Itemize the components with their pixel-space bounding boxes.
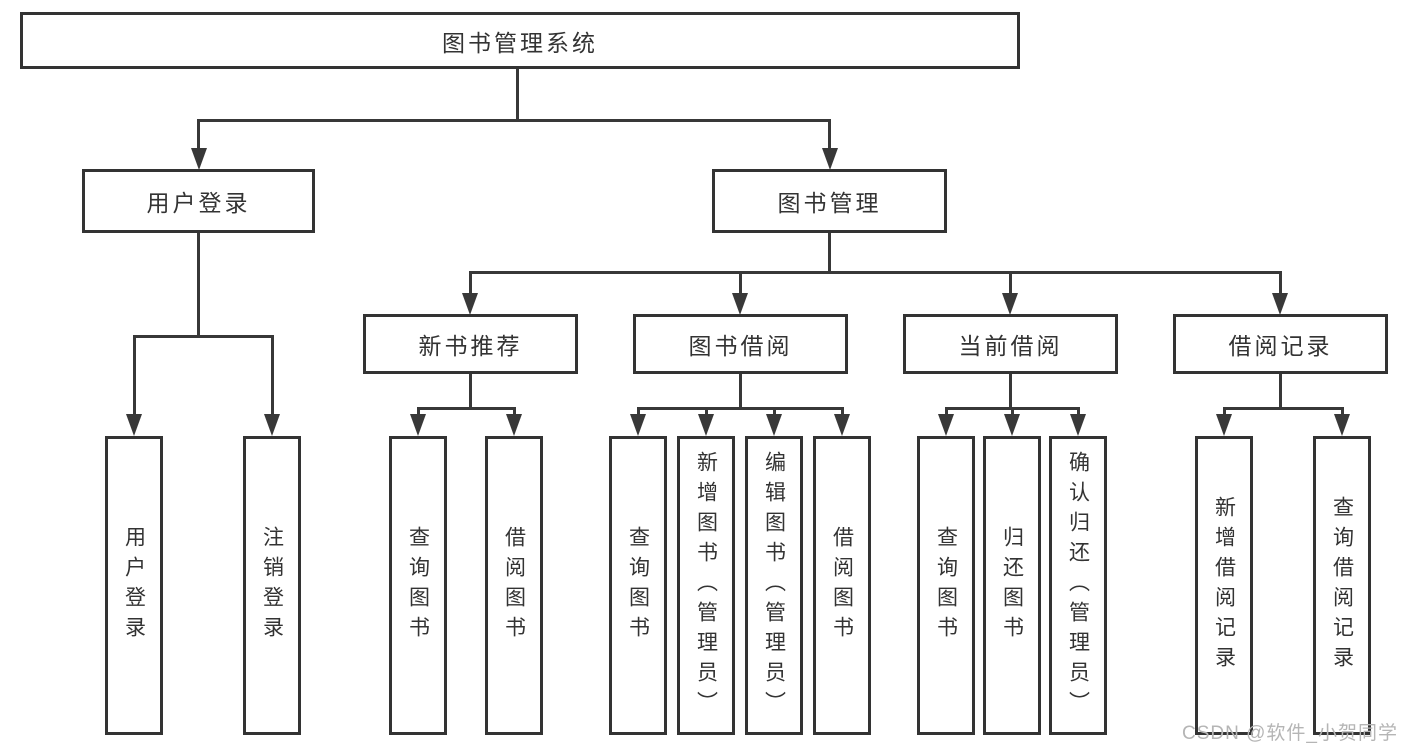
- arrow-down-icon: [1272, 293, 1288, 315]
- arrow-down-icon: [834, 414, 850, 436]
- node-leaf-add-borrow-record: 新增借阅记录: [1195, 436, 1253, 735]
- connector-user-login-stub: [197, 233, 200, 338]
- connector-to-nbr-borrow: [512, 407, 516, 416]
- connector-borrow-records-stub: [1278, 374, 1282, 409]
- arrow-down-icon: [410, 414, 426, 436]
- connector-to-cb-query: [944, 407, 948, 416]
- connector-to-borrow-records: [1278, 271, 1282, 296]
- arrow-down-icon: [1070, 414, 1086, 436]
- arrow-down-icon: [506, 414, 522, 436]
- connector-user-login-bar: [132, 335, 274, 338]
- arrow-down-icon: [264, 414, 280, 436]
- connector-current-borrow-stub: [1008, 374, 1012, 409]
- arrow-down-icon: [462, 293, 478, 315]
- node-leaf-return-books: 归还图书: [983, 436, 1041, 735]
- node-leaf-add-books-admin: 新增图书（管理员）: [677, 436, 735, 735]
- connector-to-book-borrow: [738, 271, 742, 296]
- node-leaf-confirm-return-admin: 确认归还（管理员）: [1049, 436, 1107, 735]
- connector-to-bb-add: [704, 407, 708, 416]
- connector-to-bb-query: [636, 407, 640, 416]
- connector-root-stub: [515, 69, 519, 122]
- node-leaf-query-books-current: 查询图书: [917, 436, 975, 735]
- connector-borrow-records-bar: [1222, 407, 1344, 410]
- arrow-down-icon: [1004, 414, 1020, 436]
- arrow-down-icon: [766, 414, 782, 436]
- connector-book-mgmt-stub: [828, 233, 831, 274]
- connector-to-new-book-rec: [468, 271, 472, 296]
- node-current-borrowing: 当前借阅: [903, 314, 1118, 374]
- arrow-down-icon: [938, 414, 954, 436]
- connector-to-bb-edit: [772, 407, 776, 416]
- arrow-down-icon: [1002, 293, 1018, 315]
- node-book-borrowing: 图书借阅: [633, 314, 848, 374]
- connector-to-br-add: [1222, 407, 1226, 416]
- connector-root-bar: [197, 119, 831, 122]
- node-leaf-user-login: 用户登录: [105, 436, 163, 735]
- node-leaf-edit-books-admin: 编辑图书（管理员）: [745, 436, 803, 735]
- node-new-book-recommendation: 新书推荐: [363, 314, 578, 374]
- arrow-down-icon: [1334, 414, 1350, 436]
- node-borrowing-records: 借阅记录: [1173, 314, 1388, 374]
- connector-to-logout: [270, 335, 274, 415]
- connector-new-book-rec-bar: [416, 407, 516, 410]
- node-book-management-module: 图书管理: [712, 169, 947, 233]
- connector-to-cb-return: [1010, 407, 1014, 416]
- node-leaf-logout: 注销登录: [243, 436, 301, 735]
- arrow-down-icon: [126, 414, 142, 436]
- node-user-login-module: 用户登录: [82, 169, 315, 233]
- arrow-down-icon: [630, 414, 646, 436]
- node-leaf-query-borrow-record: 查询借阅记录: [1313, 436, 1371, 735]
- connector-to-nbr-query: [416, 407, 420, 416]
- node-leaf-query-books-recommend: 查询图书: [389, 436, 447, 735]
- node-leaf-borrow-books-recommend: 借阅图书: [485, 436, 543, 735]
- connector-to-user-login: [197, 119, 200, 150]
- arrow-down-icon: [698, 414, 714, 436]
- connector-to-bb-borrow: [840, 407, 844, 416]
- connector-book-mgmt-bar: [468, 271, 1282, 274]
- connector-to-login: [132, 335, 136, 415]
- node-leaf-query-books: 查询图书: [609, 436, 667, 735]
- connector-book-borrow-stub: [738, 374, 742, 409]
- connector-book-borrow-bar: [636, 407, 844, 410]
- connector-to-br-query: [1340, 407, 1344, 416]
- connector-new-book-rec-stub: [468, 374, 472, 409]
- arrow-down-icon: [190, 148, 207, 170]
- arrow-down-icon: [1216, 414, 1232, 436]
- connector-to-book-mgmt: [828, 119, 831, 150]
- node-library-management-system: 图书管理系统: [20, 12, 1020, 69]
- node-leaf-borrow-books: 借阅图书: [813, 436, 871, 735]
- connector-to-cb-confirm: [1076, 407, 1080, 416]
- arrow-down-icon: [732, 293, 748, 315]
- csdn-watermark: CSDN @软件_小贺同学: [1182, 723, 1398, 744]
- connector-to-current-borrow: [1008, 271, 1012, 296]
- arrow-down-icon: [821, 148, 838, 170]
